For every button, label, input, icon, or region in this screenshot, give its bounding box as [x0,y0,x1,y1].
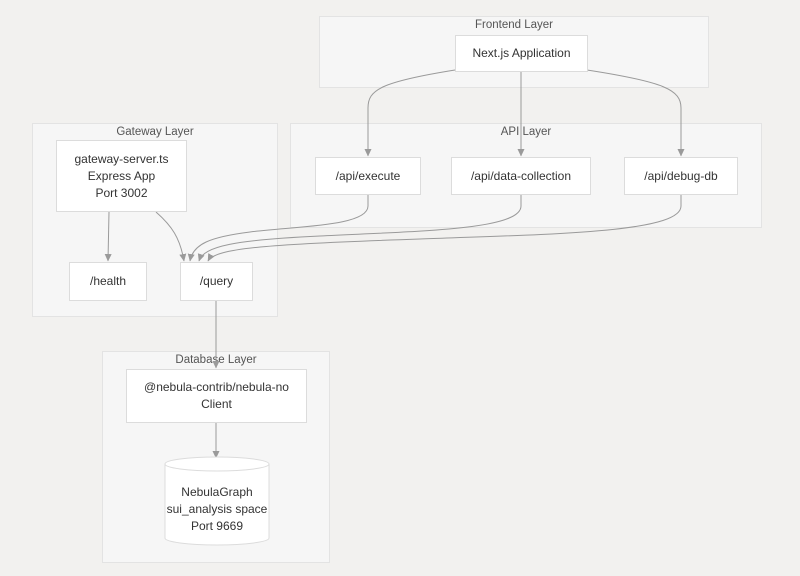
nebula-client-line-2: Client [201,397,232,411]
api-execute-node[interactable]: /api/execute [315,157,421,195]
frontend-layer-title: Frontend Layer [475,19,553,31]
api-data-collection-label: /api/data-collection [470,168,572,183]
nebula-client-line-1: @nebula-contrib/nebula-no [144,380,289,394]
api-data-collection-node[interactable]: /api/data-collection [451,157,591,195]
query-endpoint-label: /query [199,274,234,288]
health-endpoint-label: /health [89,274,127,288]
nebulagraph-database-node[interactable]: NebulaGraph sui_analysis space Port 9669 [164,456,270,546]
nextjs-application-label: Next.js Application [472,46,571,60]
gateway-server-node[interactable]: gateway-server.ts Express App Port 3002 [56,140,187,212]
nebulagraph-line-3: Port 9669 [190,519,244,533]
api-execute-label: /api/execute [335,168,401,183]
health-endpoint-node[interactable]: /health [69,262,147,301]
gateway-server-line-1: gateway-server.ts [74,151,169,166]
database-layer-title: Database Layer [175,354,257,366]
gateway-server-line-2: Express App [87,168,156,183]
gateway-layer-title: Gateway Layer [116,126,194,138]
database-cylinder-icon [164,456,270,546]
query-endpoint-node[interactable]: /query [180,262,253,301]
api-debug-db-label: /api/debug-db [644,168,718,183]
api-layer-title: API Layer [500,126,552,138]
api-debug-db-node[interactable]: /api/debug-db [624,157,738,195]
nextjs-application-node[interactable]: Next.js Application [455,35,588,72]
nebulagraph-line-2: sui_analysis space [166,502,268,516]
nebula-client-node[interactable]: @nebula-contrib/nebula-no Client [126,369,307,423]
nebulagraph-line-1: NebulaGraph [181,485,253,499]
gateway-server-line-3: Port 3002 [95,185,148,200]
